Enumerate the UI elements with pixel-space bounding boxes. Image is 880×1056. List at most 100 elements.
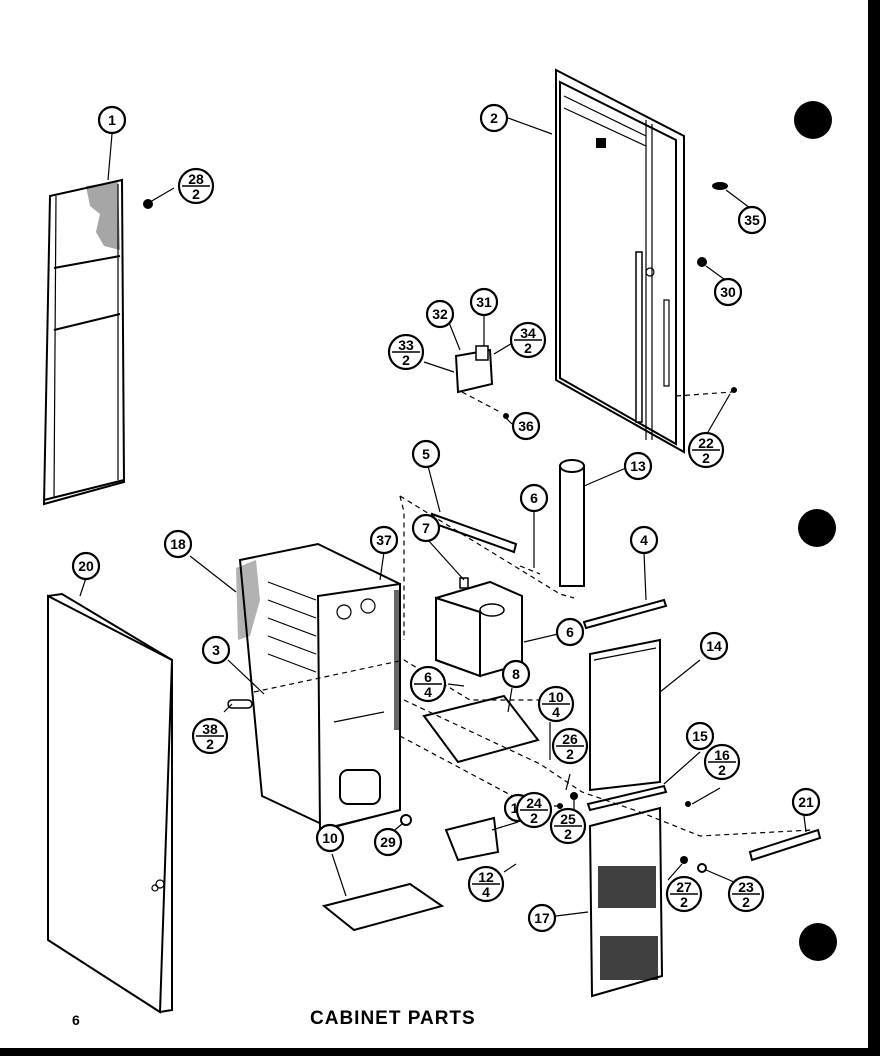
callout-quantity: 2 [192,186,200,202]
part-13-flue-pipe [559,459,585,587]
callout-quantity: 2 [702,450,710,466]
callout-c37: 37 [369,525,399,555]
callout-quantity: 2 [742,894,750,910]
part-14-blower-door [589,638,661,792]
part-38-pin [227,699,253,709]
callout-number: 32 [432,306,448,322]
callout-c28: 282 [177,167,215,205]
callout-number: 38 [202,721,218,737]
callout-c26: 262 [551,727,589,765]
callout-number: 10 [322,830,338,846]
callout-number: 20 [78,558,94,574]
part-2-top-panel [555,68,685,454]
callout-c36: 36 [511,411,541,441]
callout-number: 12 [478,869,494,885]
callout-c18: 18 [163,529,193,559]
part-29-plug [400,814,412,826]
callout-c5: 5 [411,439,441,469]
callout-c25: 252 [549,807,587,845]
part-4-rail [582,598,668,630]
callout-number: 2 [490,110,498,126]
callout-c10b: 10 [315,823,345,853]
callout-quantity: 4 [424,684,432,700]
callout-number: 8 [512,666,520,682]
callout-c31: 31 [469,287,499,317]
part-20-front-panel [47,592,174,1014]
callout-c21: 21 [791,787,821,817]
callout-number: 3 [212,642,220,658]
callout-number: 23 [738,879,754,895]
callout-c6b: 6 [555,617,585,647]
callout-number: 35 [744,212,760,228]
callout-quantity: 4 [552,704,560,720]
callout-number: 15 [692,728,708,744]
callout-c20: 20 [71,551,101,581]
callout-c27: 272 [665,875,703,913]
callout-c10a: 104 [537,685,575,723]
callout-number: 24 [526,795,542,811]
binder-hole-bottom [799,923,837,961]
callout-c12: 124 [467,865,505,903]
callout-number: 14 [706,638,722,654]
callout-number: 18 [170,536,186,552]
part-3-furnace-assembly [236,542,401,832]
callout-number: 25 [560,811,576,827]
callout-c1: 1 [97,105,127,135]
part-11-bracket [444,816,500,862]
callout-number: 17 [534,910,550,926]
callout-quantity: 2 [718,762,726,778]
callout-number: 6 [530,490,538,506]
callout-quantity: 2 [566,746,574,762]
page-title: CABINET PARTS [310,1008,476,1029]
callout-number: 22 [698,435,714,451]
callout-c15: 15 [685,721,715,751]
callout-number: 31 [476,294,492,310]
part-8-shelf [422,694,540,764]
callout-number: 10 [548,689,564,705]
callout-quantity: 2 [530,810,538,826]
part-16-screw [685,801,691,807]
callout-c16: 162 [703,743,741,781]
callout-number: 28 [188,171,204,187]
callout-c30: 30 [713,277,743,307]
callout-c6c: 64 [409,665,447,703]
callout-number: 13 [630,458,646,474]
part-15-rail [586,784,668,812]
binder-hole-top [794,101,832,139]
part-17-louvered-door [588,806,664,998]
callout-c13: 13 [623,451,653,481]
part-30-screw [697,257,707,267]
page-number: 6 [72,1012,80,1028]
callout-number: 26 [562,731,578,747]
part-10-filter [321,882,445,932]
callout-c29: 29 [373,827,403,857]
part-6-blower-housing [435,577,523,678]
callout-quantity: 2 [524,340,532,356]
callout-quantity: 2 [206,736,214,752]
callout-number: 4 [640,532,648,548]
part-31-switch-bracket [454,345,509,419]
part-21-rail [748,828,822,862]
callout-number: 27 [676,879,692,895]
callout-c23: 232 [727,875,765,913]
callout-number: 33 [398,337,414,353]
part-27-screw [680,856,688,864]
callout-number: 29 [380,834,396,850]
callout-quantity: 4 [482,884,490,900]
callout-c8: 8 [501,659,531,689]
part-1-side-panel [42,178,126,506]
part-25-screw [570,792,578,800]
callout-number: 5 [422,446,430,462]
callout-number: 16 [714,747,730,763]
callout-quantity: 2 [402,352,410,368]
callout-c35: 35 [737,205,767,235]
callout-c3: 3 [201,635,231,665]
callout-number: 30 [720,284,736,300]
callout-number: 37 [376,532,392,548]
part-22-screw [731,387,737,393]
callout-c24: 242 [515,791,553,829]
callout-quantity: 2 [564,826,572,842]
callout-c33: 332 [387,333,425,371]
